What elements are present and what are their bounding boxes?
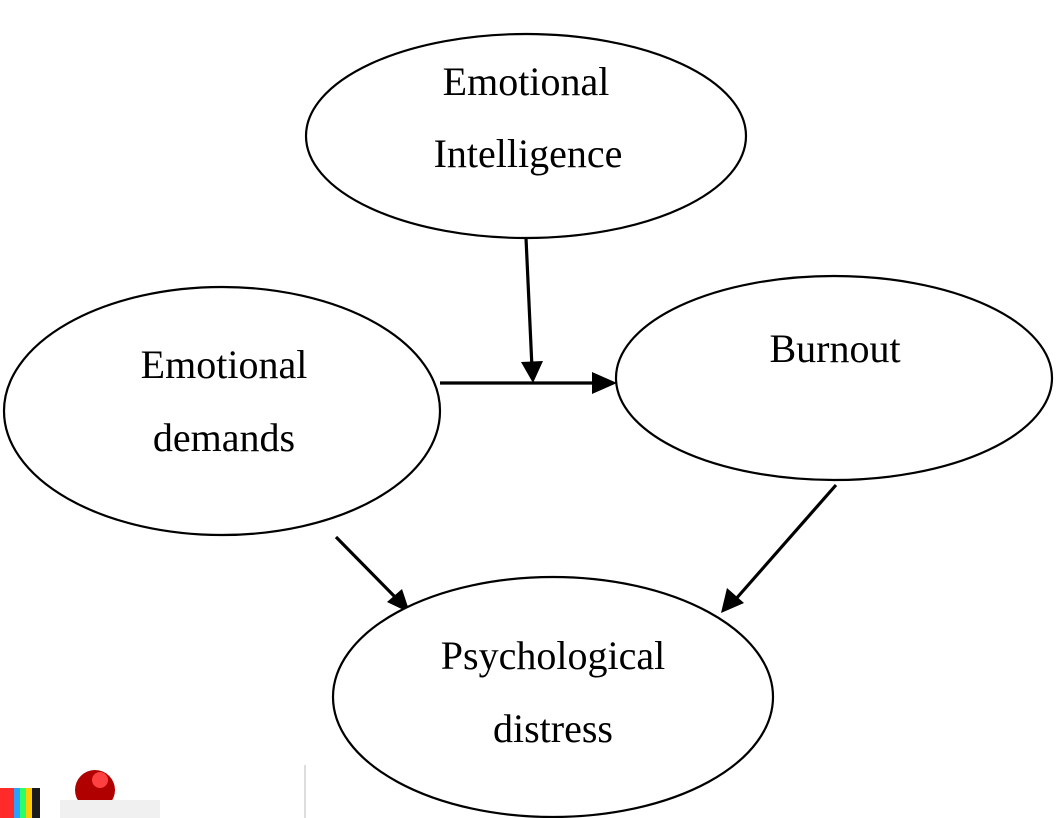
node-emotional-demands-shape — [2, 285, 442, 537]
node-psychological-distress-line-1: Psychological — [441, 633, 665, 678]
node-emotional-intelligence: Emotional Intelligence — [304, 32, 748, 240]
node-emotional-intelligence-line-1: Emotional — [443, 59, 610, 104]
node-emotional-intelligence-line-2: Intelligence — [434, 131, 623, 176]
node-psychological-distress-line-2: distress — [493, 706, 613, 751]
arrowhead-intelligence-moderation — [521, 361, 543, 383]
node-burnout-line-1: Burnout — [769, 326, 900, 371]
node-burnout: Burnout — [614, 274, 1054, 482]
node-emotional-demands-line-1: Emotional — [141, 342, 308, 387]
arrowhead-demands-to-burnout — [592, 372, 617, 394]
edge-demands-to-distress — [334, 535, 400, 602]
arrowhead-burnout-to-distress — [721, 588, 744, 613]
arrowhead-demands-to-distress — [387, 589, 410, 613]
partial-logo-image — [0, 765, 306, 818]
node-burnout-shape — [614, 274, 1054, 482]
node-psychological-distress: Psychological distress — [331, 575, 775, 818]
edge-burnout-to-distress — [733, 483, 838, 602]
node-psychological-distress-shape — [331, 575, 775, 818]
node-emotional-demands-line-2: demands — [153, 415, 295, 460]
node-emotional-intelligence-shape — [304, 32, 748, 240]
node-emotional-demands: Emotional demands — [2, 285, 442, 537]
edge-intelligence-moderation — [524, 237, 534, 369]
edges — [334, 237, 838, 613]
